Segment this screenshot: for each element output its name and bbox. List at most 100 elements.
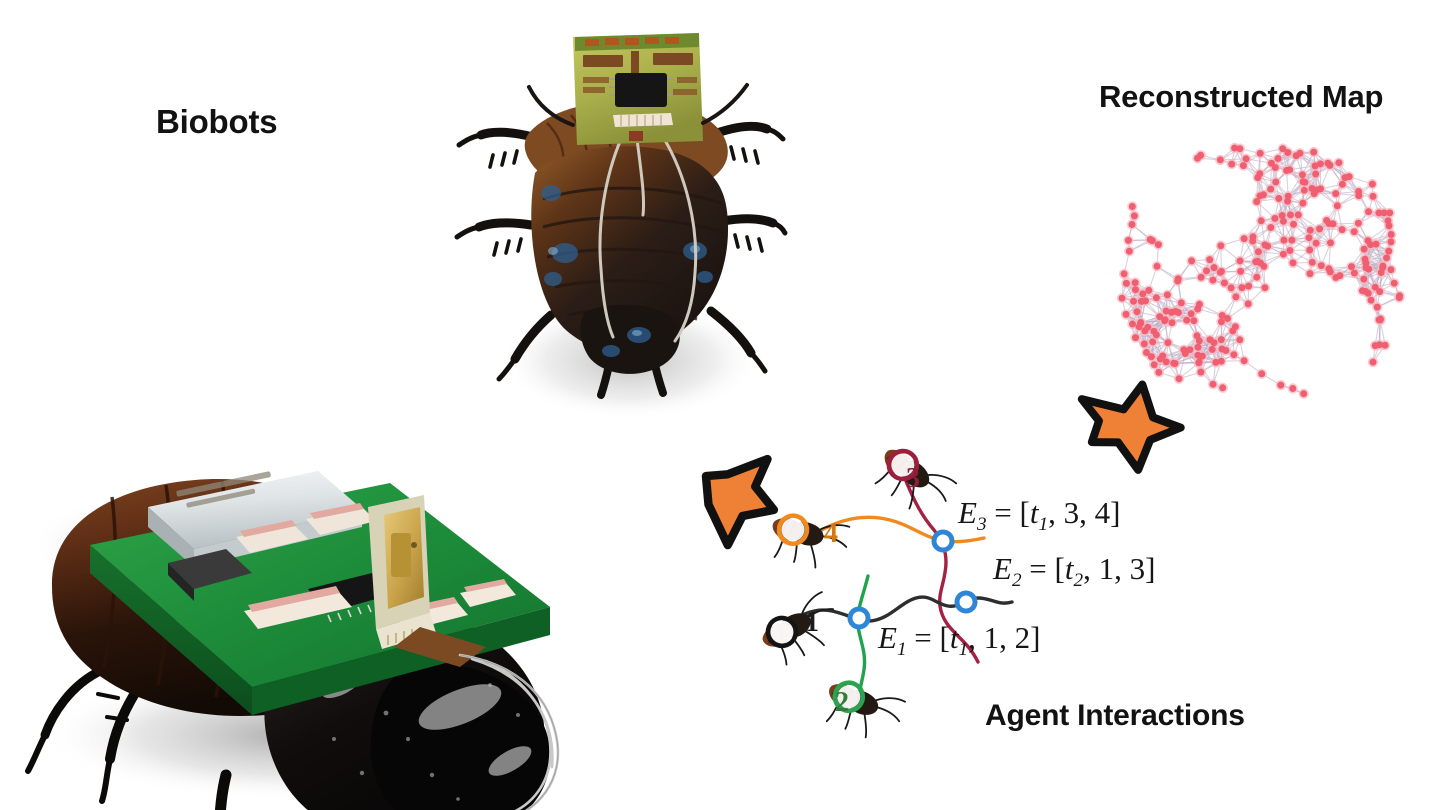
map-node: [1312, 170, 1320, 178]
event-equation-E2: E2 = [t2, 1, 3]: [993, 551, 1156, 592]
map-node: [1362, 288, 1370, 295]
map-node: [1365, 265, 1373, 273]
map-node: [1240, 235, 1248, 243]
map-node: [1170, 359, 1178, 367]
map-node: [1355, 192, 1363, 200]
map-node: [1135, 323, 1143, 331]
map-node: [1341, 174, 1349, 182]
map-node: [1164, 339, 1172, 347]
map-node: [1224, 315, 1231, 322]
agent-interactions-diagram: [762, 440, 1230, 750]
agent-icon-3: [874, 448, 958, 510]
map-node: [1300, 390, 1308, 398]
map-node: [1310, 148, 1318, 156]
map-node: [1209, 380, 1217, 388]
map-node: [1230, 351, 1238, 359]
reconstructed-map-title: Reconstructed Map: [1099, 79, 1384, 114]
map-node: [1130, 297, 1137, 305]
map-node: [1386, 209, 1394, 217]
map-node: [1155, 368, 1163, 376]
map-node: [1288, 236, 1296, 244]
map-node: [1254, 248, 1262, 256]
agent-icon-1: [762, 591, 835, 666]
map-node: [1271, 214, 1279, 222]
map-node: [1174, 277, 1182, 285]
map-node: [1360, 275, 1368, 283]
map-node: [1387, 266, 1395, 274]
map-node: [1387, 238, 1395, 246]
map-node: [1216, 156, 1224, 164]
map-node: [1327, 239, 1334, 247]
map-node: [1130, 212, 1138, 220]
map-node: [1348, 263, 1355, 271]
map-node: [1141, 327, 1149, 335]
agent-icon-2: [825, 680, 906, 739]
map-node: [1316, 225, 1324, 233]
map-node: [1147, 353, 1155, 361]
map-node: [1294, 211, 1302, 219]
map-node: [1311, 162, 1319, 170]
reconstructed-map-graph: [1105, 135, 1415, 410]
map-node: [1279, 217, 1287, 225]
biobots-title: Biobots: [156, 103, 278, 140]
map-node: [1125, 247, 1133, 255]
map-node: [1206, 336, 1214, 344]
map-node: [1162, 307, 1170, 315]
map-node: [1375, 209, 1383, 217]
map-node: [1300, 186, 1308, 194]
map-node: [1153, 262, 1161, 270]
map-node: [1298, 171, 1306, 179]
map-node: [1206, 256, 1214, 264]
map-node: [1360, 245, 1368, 253]
map-node: [1365, 208, 1372, 216]
map-node: [1139, 290, 1147, 298]
map-node: [1122, 279, 1130, 287]
map-node: [1256, 149, 1264, 157]
map-node: [1217, 336, 1225, 344]
map-node: [1372, 240, 1380, 248]
map-node: [1301, 178, 1309, 186]
map-node: [1253, 273, 1261, 281]
map-node: [1272, 178, 1280, 186]
map-node: [1228, 160, 1236, 168]
map-node: [1181, 350, 1189, 357]
interaction-node-E2: [954, 590, 978, 614]
agent-icon-4: [772, 513, 851, 569]
map-node: [1159, 352, 1167, 360]
map-node: [1193, 332, 1201, 340]
agent-interactions-title: Agent Interactions: [985, 699, 1245, 732]
map-node: [1217, 318, 1225, 326]
map-node: [1253, 198, 1261, 206]
map-node: [1237, 267, 1245, 275]
map-node: [1133, 308, 1141, 316]
map-node: [1149, 338, 1157, 346]
map-node: [1238, 284, 1246, 292]
map-node: [1289, 259, 1297, 267]
map-node: [1277, 381, 1285, 389]
map-node: [1245, 282, 1253, 290]
map-node: [1219, 384, 1227, 392]
map-node: [1299, 199, 1307, 207]
map-node: [1312, 239, 1320, 247]
map-node: [1197, 368, 1205, 376]
map-node: [1317, 185, 1325, 193]
map-node: [1197, 273, 1205, 281]
map-node: [1212, 358, 1220, 366]
map-node: [1317, 262, 1325, 270]
map-node: [1289, 385, 1297, 392]
map-node: [1287, 211, 1294, 219]
map-node: [1148, 237, 1156, 245]
map-node: [1310, 190, 1318, 198]
map-node: [1367, 241, 1374, 249]
map-node: [1128, 221, 1136, 228]
map-node: [1376, 288, 1384, 296]
map-node-group: [1118, 144, 1404, 398]
map-node: [1128, 203, 1136, 210]
map-node: [1306, 246, 1314, 254]
interaction-node-E3: [931, 529, 955, 553]
map-node: [1242, 155, 1250, 163]
map-node: [1183, 316, 1191, 324]
map-node: [1161, 316, 1169, 324]
map-node: [1261, 284, 1269, 292]
